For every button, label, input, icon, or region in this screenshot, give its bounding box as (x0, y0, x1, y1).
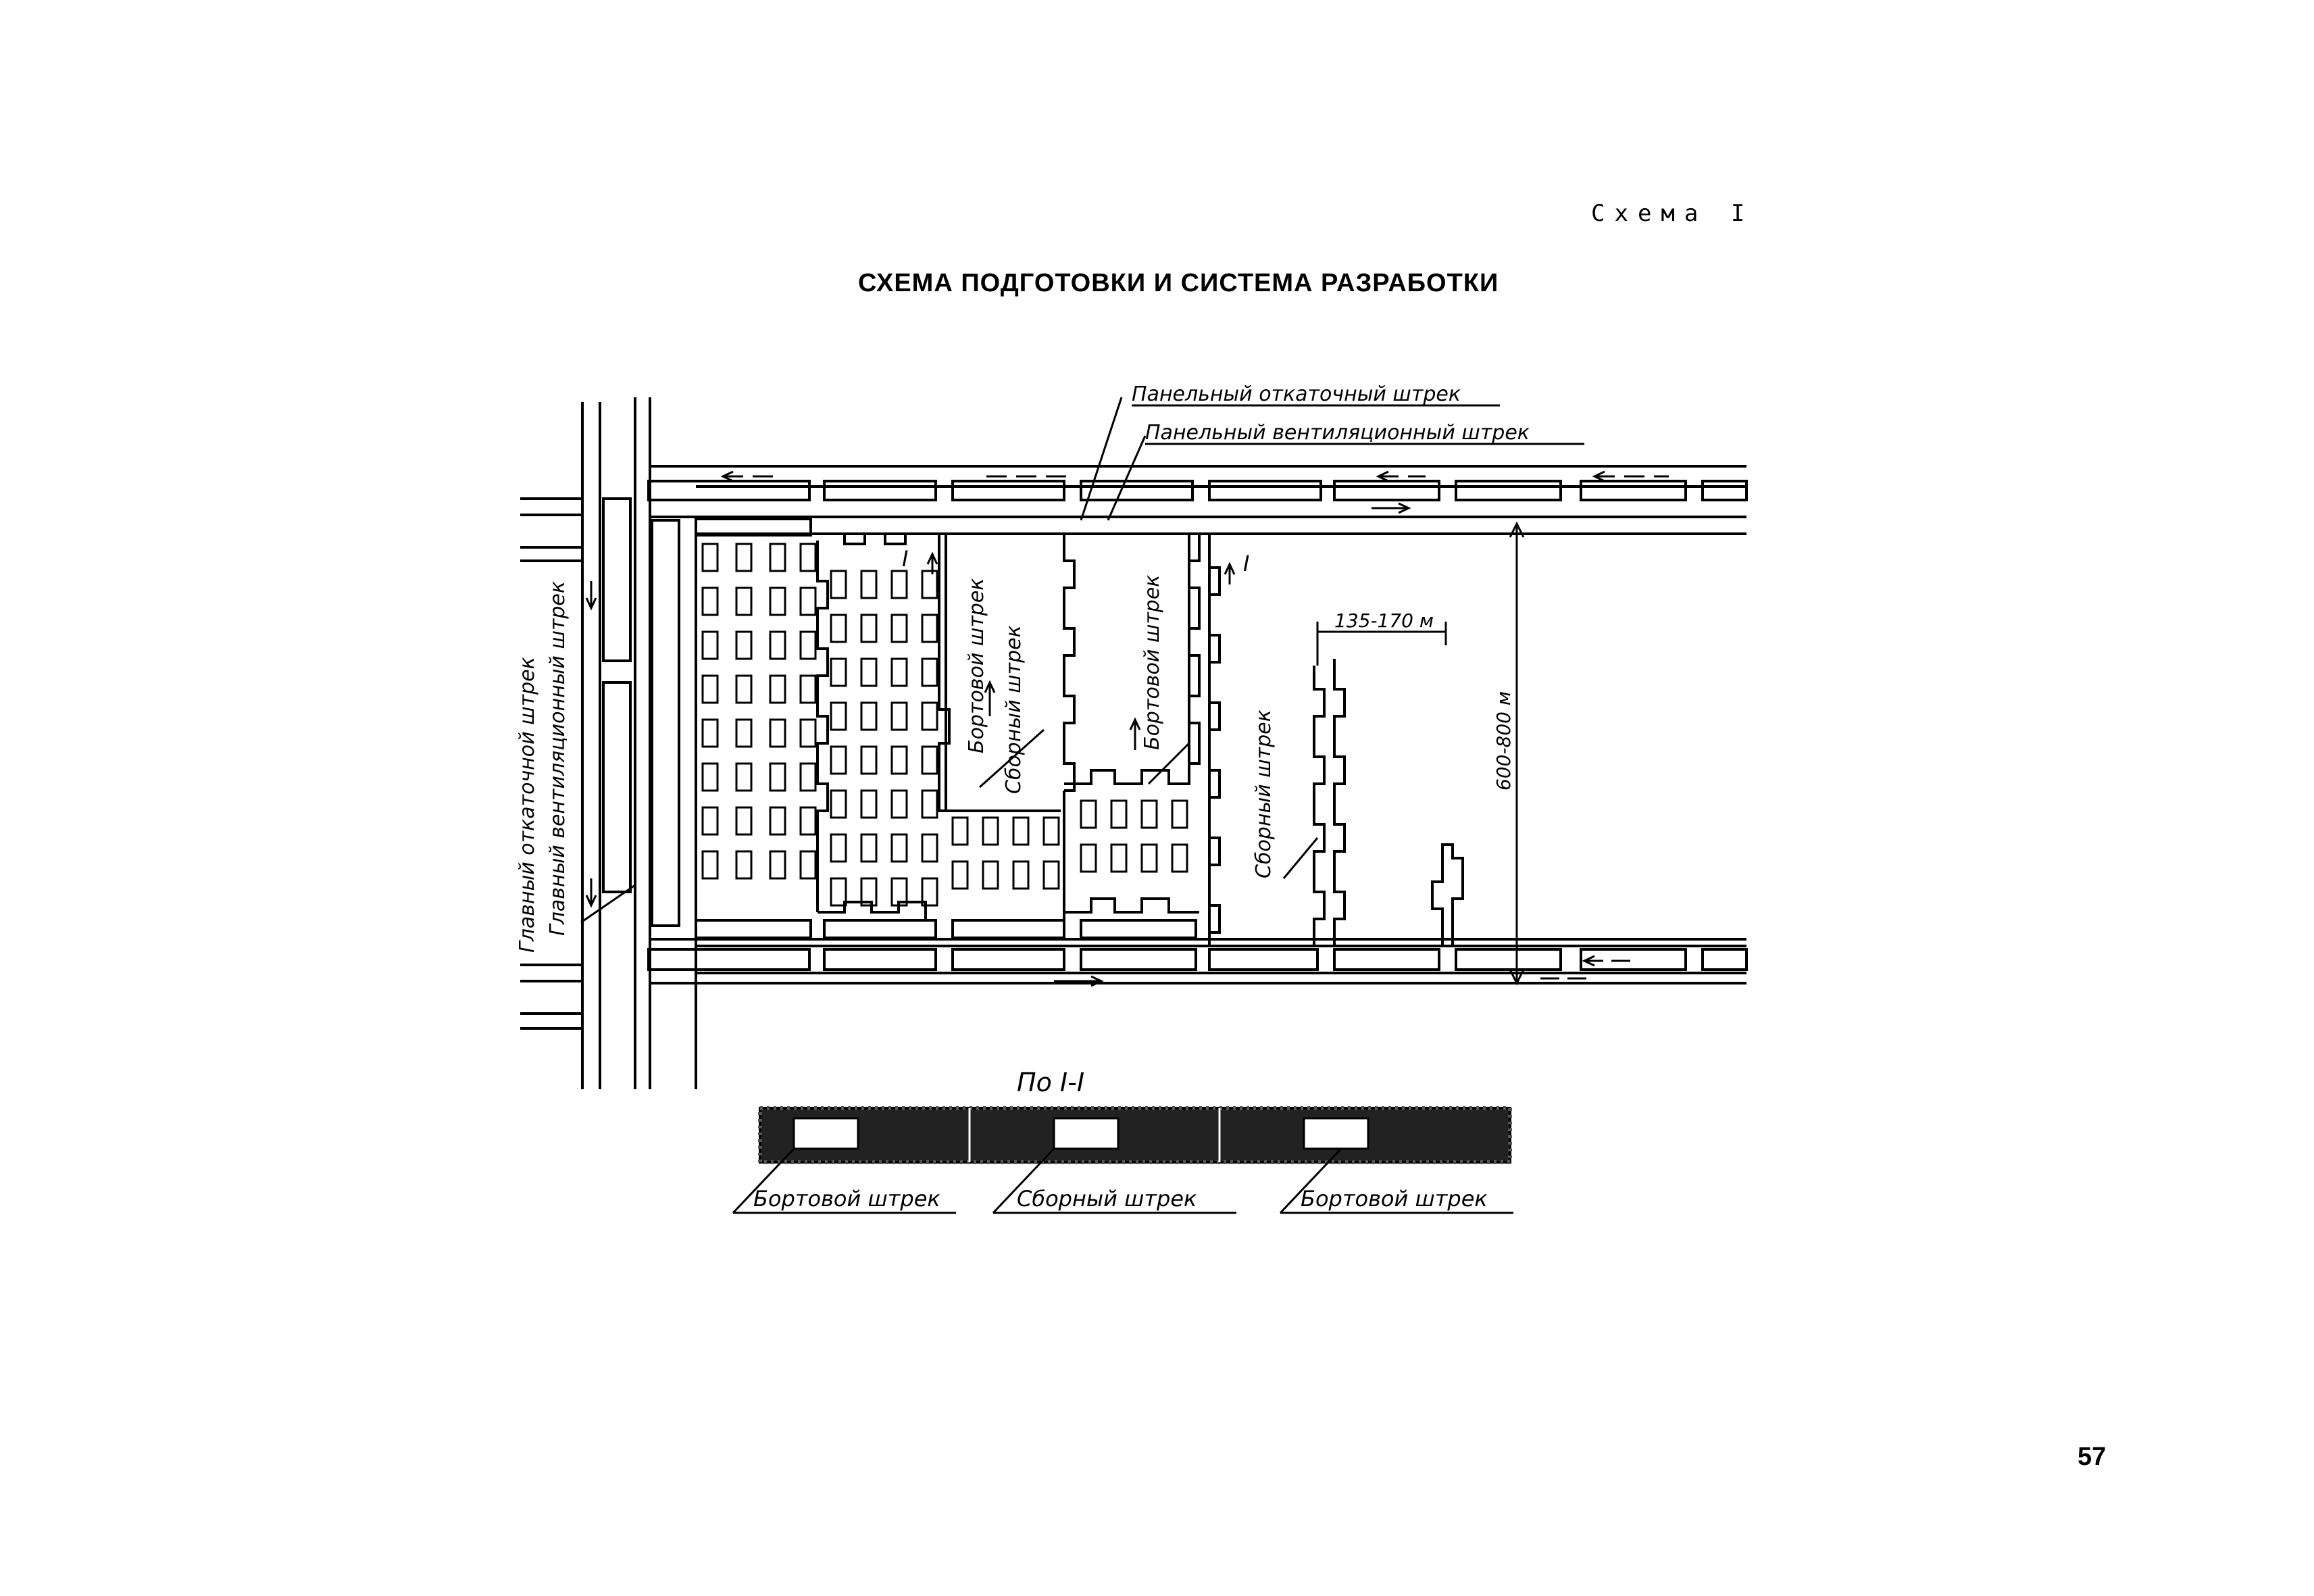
dimensions (1316, 521, 1525, 986)
flow-arrows (585, 470, 1669, 987)
label-gathering-drift-2: Сборный штрек (1252, 709, 1276, 878)
main-vertical-drifts (520, 397, 697, 1089)
section-label-3: Бортовой штрек (1301, 1186, 1488, 1212)
leader-lines (580, 397, 1319, 924)
dim-length: 600-800 м (1492, 691, 1515, 791)
label-main-haulage-drift: Главный откаточной штрек (515, 657, 539, 953)
label-side-drift-2: Бортовой штрек (1140, 575, 1164, 750)
label-panel-haulage-drift: Панельный откаточный штрек (1132, 382, 1461, 406)
page-number: 57 (2078, 1443, 2107, 1471)
section-strip (758, 1106, 1512, 1164)
pillar-grid (701, 543, 1188, 907)
bottom-panel-drifts (647, 919, 1748, 984)
section-label-1: Бортовой штрек (753, 1186, 940, 1212)
dim-width: 135-170 м (1334, 609, 1434, 632)
toothed-walls (816, 532, 1464, 946)
section-title: По I-I (1017, 1068, 1084, 1097)
section-leaders (732, 1147, 1513, 1214)
label-gathering-drift-1: Сборный штрек (1002, 625, 1026, 794)
section-mark-left: I (902, 546, 908, 572)
top-panel-drifts (647, 465, 1748, 537)
page-title: СХЕМА ПОДГОТОВКИ И СИСТЕМА РАЗРАБОТКИ (858, 269, 1499, 297)
scheme-label: Схема I (1591, 200, 1755, 227)
label-main-vent-drift: Главный вентиляционный штрек (546, 581, 570, 936)
label-side-drift-1: Бортовой штрек (965, 578, 988, 753)
section-label-2: Сборный штрек (1017, 1186, 1197, 1212)
label-panel-vent-drift: Панельный вентиляционный штрек (1145, 421, 1530, 445)
section-mark-right: I (1243, 551, 1249, 576)
